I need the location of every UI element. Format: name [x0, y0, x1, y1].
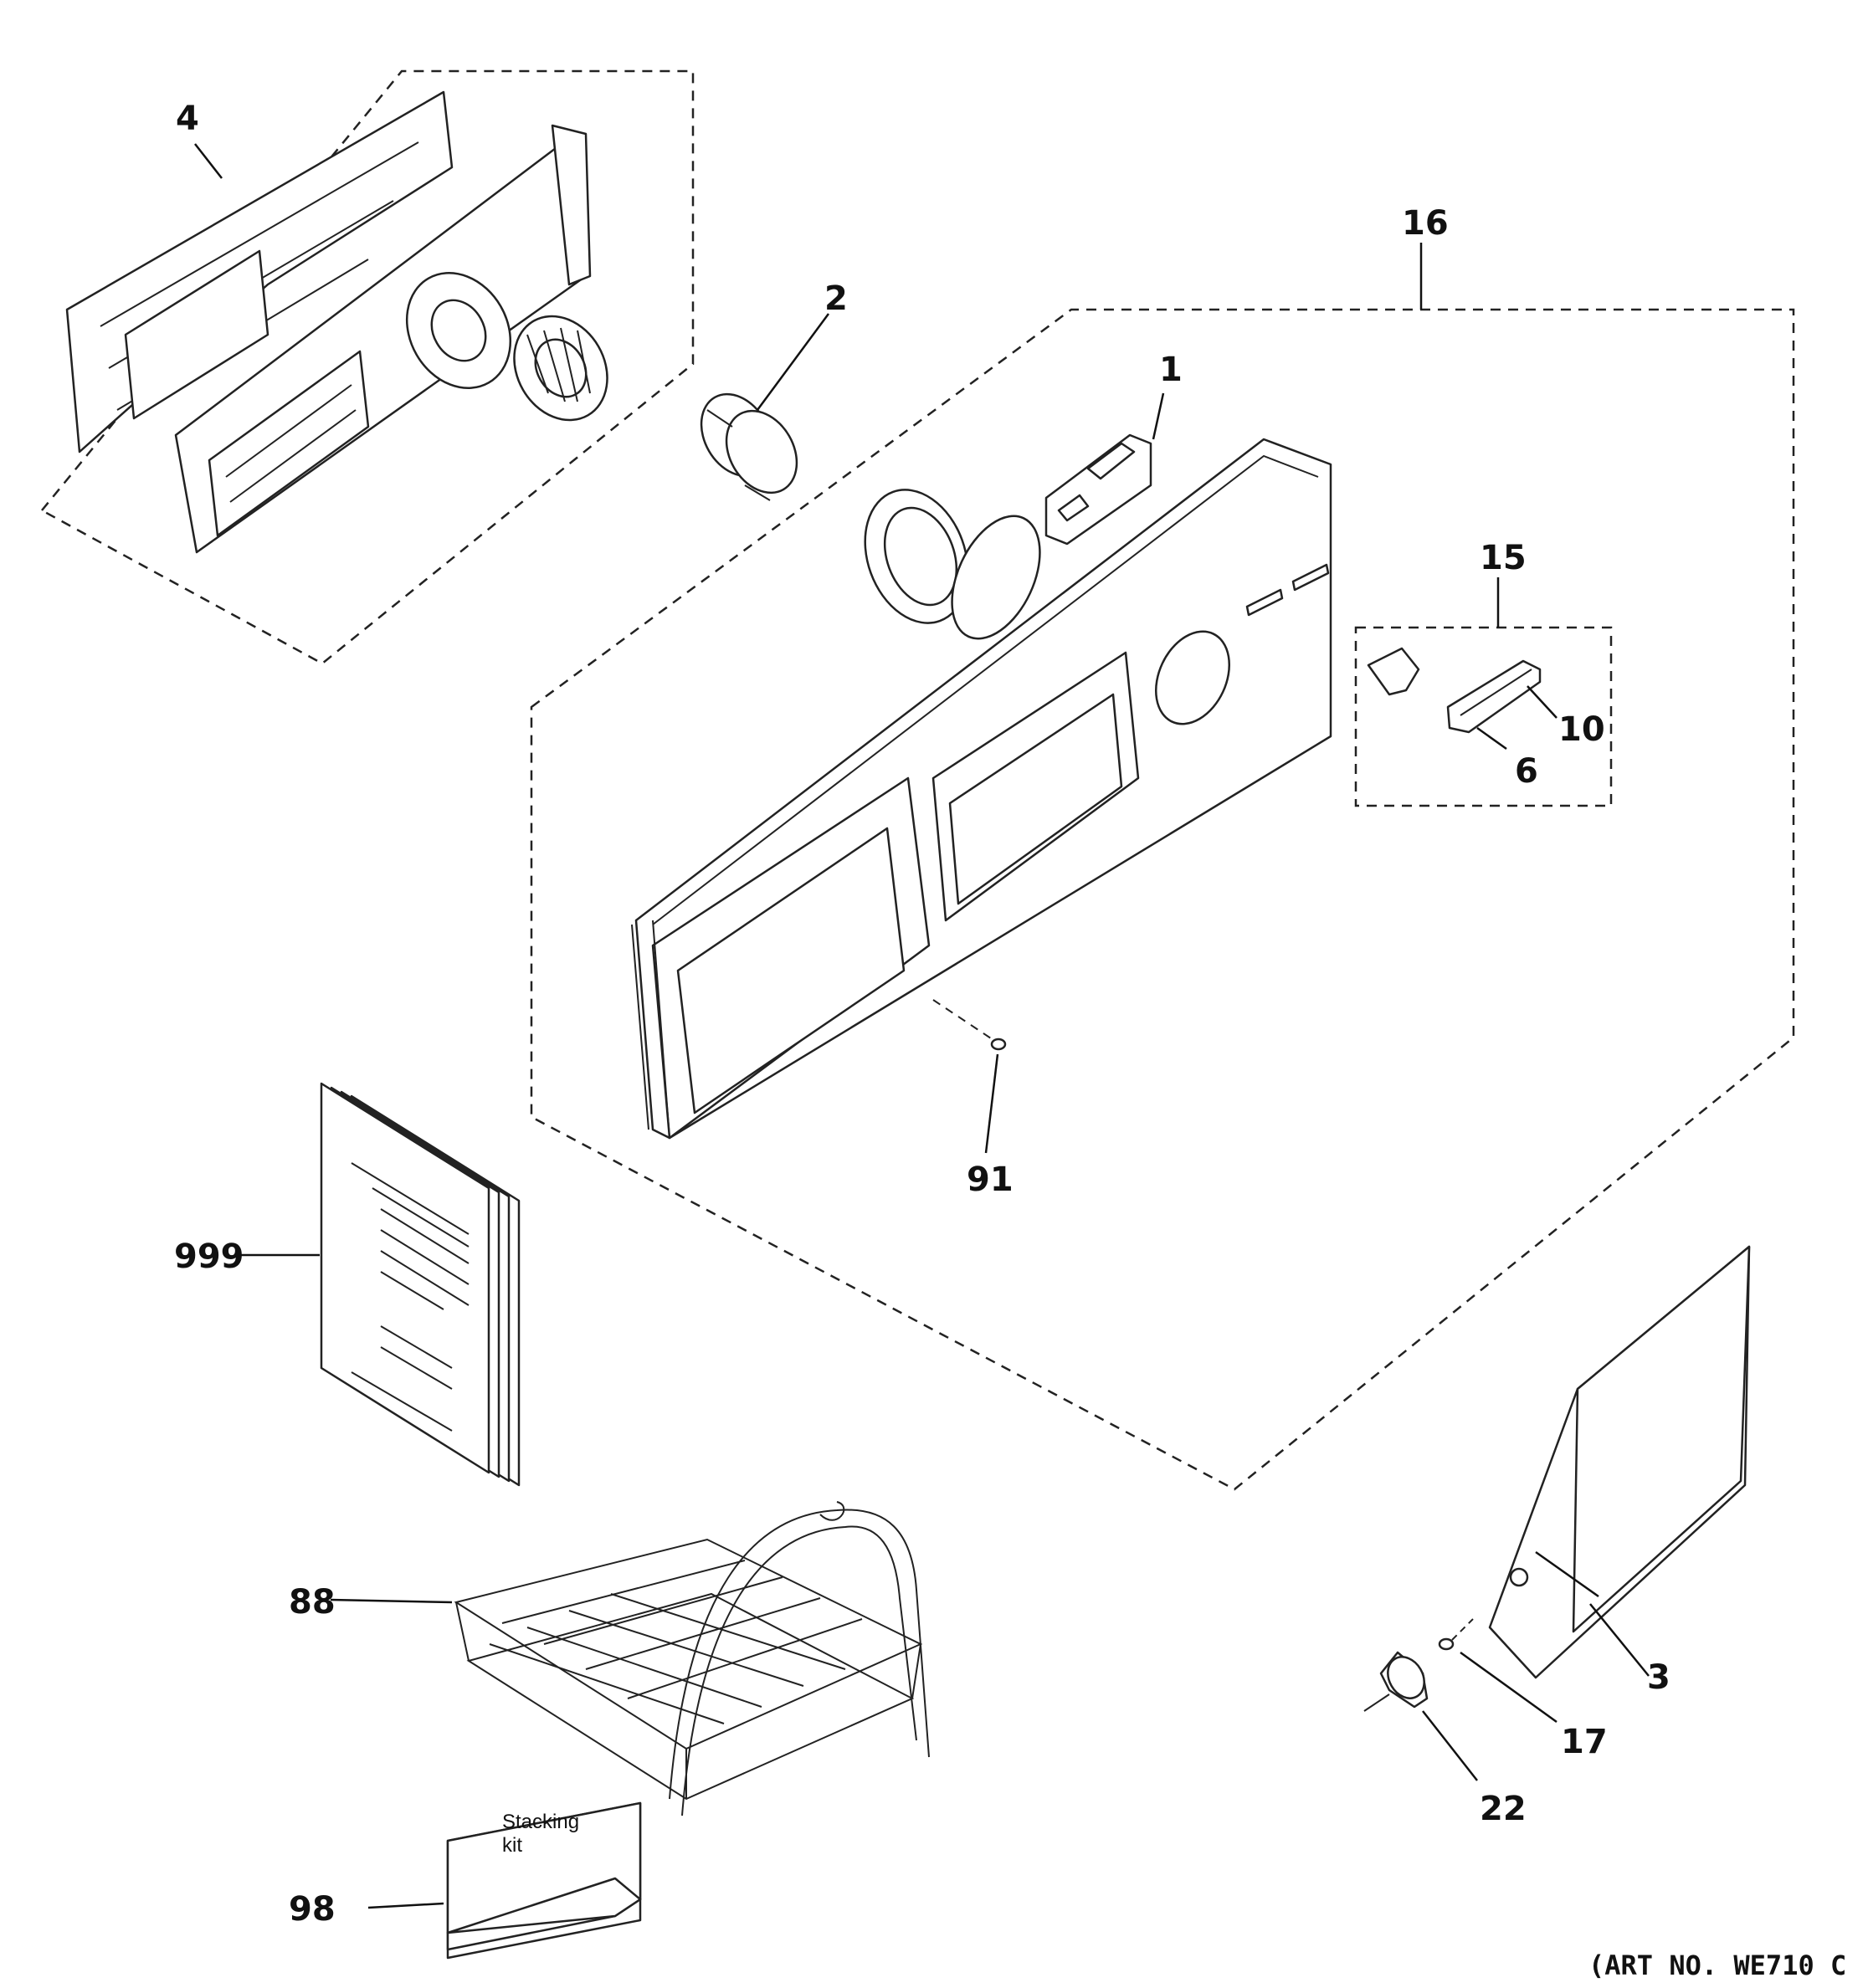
knob-bezel — [864, 489, 969, 624]
callout-1: 1 — [1159, 351, 1183, 389]
knob — [700, 392, 798, 501]
stacking-kit-label-line2: kit — [502, 1834, 522, 1857]
switch-bracket — [1044, 433, 1152, 546]
art-number: (ART NO. WE710 C — [1588, 1950, 1846, 1981]
callout-91: 91 — [967, 1161, 1014, 1199]
bumper-22 — [1363, 1651, 1429, 1712]
callout-17: 17 — [1561, 1723, 1608, 1761]
stacking-kit-box: Stacking kit — [446, 1801, 642, 1960]
callout-16: 16 — [1402, 204, 1449, 243]
control-panel — [631, 438, 1332, 1140]
callout-4: 4 — [176, 100, 199, 138]
callout-88: 88 — [289, 1583, 336, 1622]
callout-2: 2 — [824, 279, 848, 318]
callout-15: 15 — [1480, 539, 1527, 577]
callout-98: 98 — [289, 1890, 336, 1929]
door-panel — [1488, 1245, 1751, 1679]
callout-6: 6 — [1515, 752, 1538, 791]
callout-labels: 4 2 16 1 15 10 6 91 999 88 98 3 17 22 — [174, 100, 1670, 1929]
screw-91 — [932, 999, 1007, 1051]
manual-stack — [320, 1082, 521, 1487]
callout-999: 999 — [174, 1237, 244, 1276]
stacking-kit-label-line1: Stacking — [502, 1811, 579, 1833]
group-16-boundary — [530, 308, 1795, 1491]
callout-10: 10 — [1558, 710, 1605, 749]
callout-3: 3 — [1647, 1658, 1670, 1697]
drying-rack — [454, 1501, 930, 1816]
switch-assembly — [1367, 647, 1542, 734]
callout-22: 22 — [1480, 1790, 1527, 1828]
leader-lines — [194, 143, 1650, 1909]
bezel-gasket — [951, 515, 1041, 640]
control-board-assembly — [65, 90, 608, 554]
screw-17 — [1438, 1618, 1474, 1651]
group-15-boundary — [1354, 626, 1613, 807]
group-4-boundary — [40, 69, 695, 665]
